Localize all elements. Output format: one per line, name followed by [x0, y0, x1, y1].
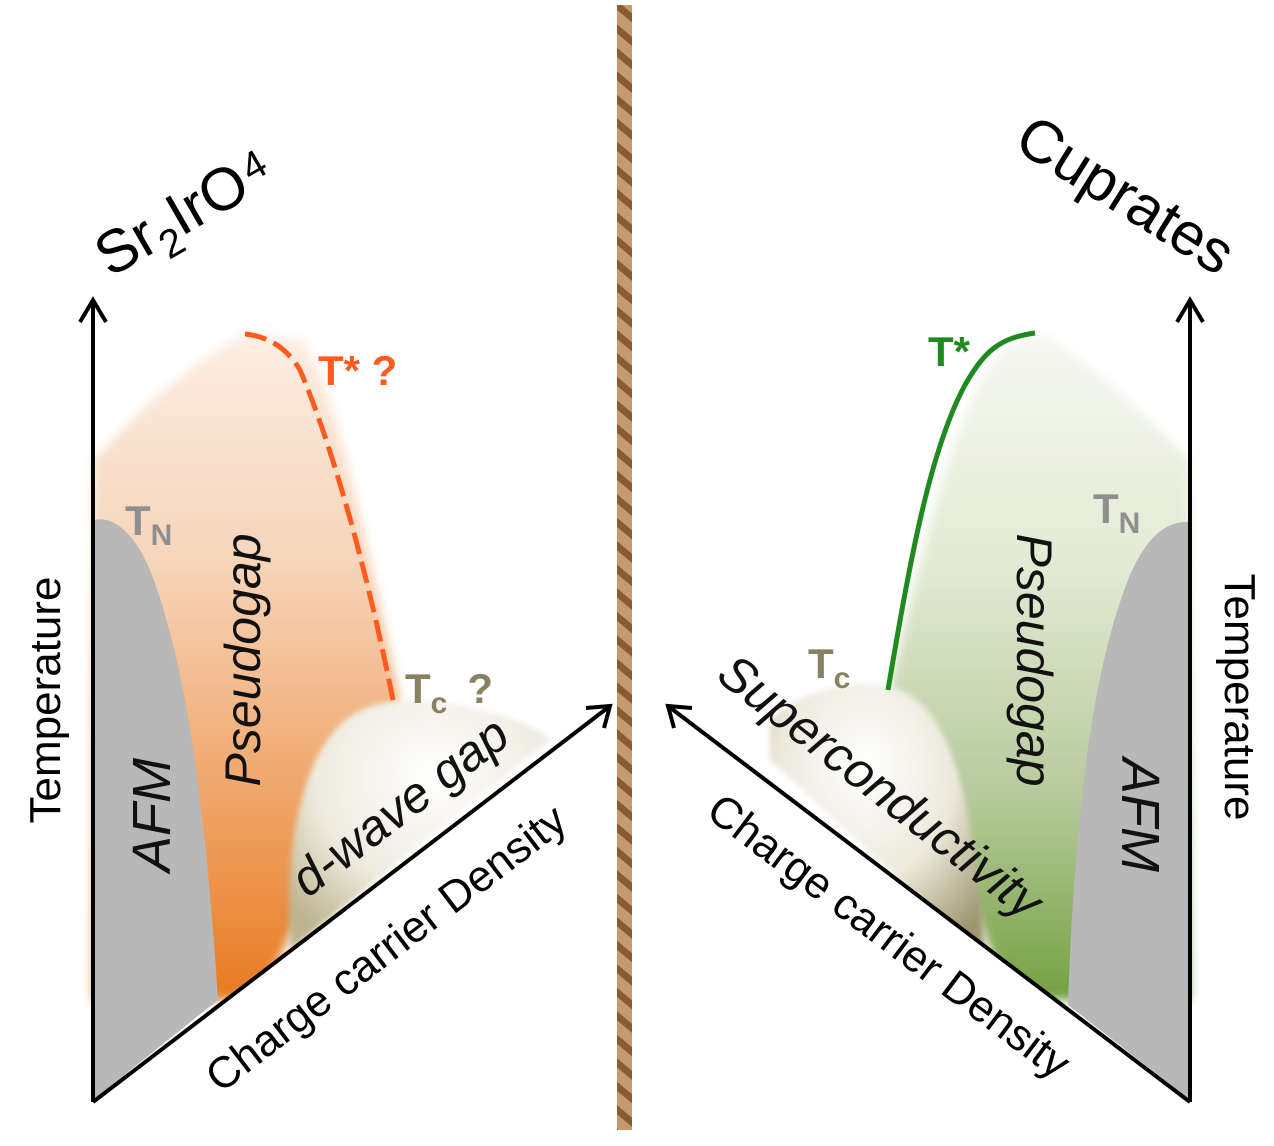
left-panel — [78, 296, 615, 1146]
right-pseudogap-label: Pseudogap — [1006, 533, 1062, 786]
right-tstar-label: T* — [928, 328, 971, 375]
right-tc-label: Tc — [808, 640, 850, 695]
right-afm-label: AFM — [1110, 755, 1170, 872]
right-title: Cuprates — [1005, 102, 1247, 288]
left-y-axis-label: Temperature — [21, 576, 70, 823]
left-tc-label: Tc? — [405, 665, 493, 720]
panel-divider — [617, 5, 632, 1130]
left-title-main: Sr — [83, 201, 168, 289]
right-tn-label: TN — [1093, 485, 1140, 540]
svg-text:Sr2IrO4: Sr2IrO4 — [83, 135, 288, 298]
left-tn-label: TN — [125, 497, 172, 552]
left-afm-label: AFM — [122, 758, 182, 875]
right-sc-dome — [770, 684, 985, 960]
left-tstar-line — [244, 331, 396, 701]
left-afm-region — [93, 519, 218, 1100]
right-tstar-line — [885, 330, 1036, 691]
left-title: Sr2IrO4 — [83, 135, 288, 298]
right-panel — [640, 296, 1205, 1146]
right-afm-region — [1068, 521, 1190, 1100]
left-pseudogap-label: Pseudogap — [215, 533, 271, 786]
right-y-axis-label: Temperature — [1215, 573, 1264, 820]
left-x-axis — [91, 704, 612, 1104]
left-dwave-dome — [289, 700, 550, 950]
right-x-axis — [666, 704, 1192, 1104]
left-tstar-label: T* ? — [318, 347, 397, 394]
